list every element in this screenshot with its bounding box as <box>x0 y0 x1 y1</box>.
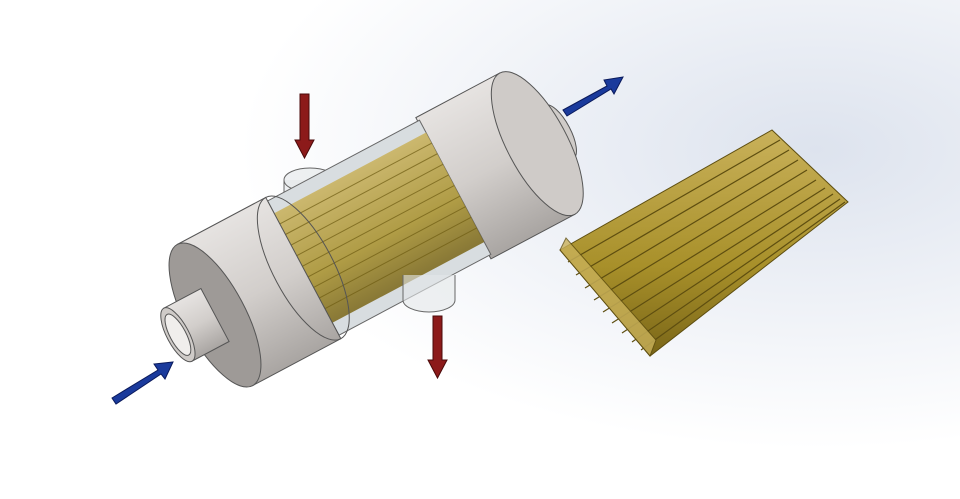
cold-outlet-arrow <box>562 76 624 117</box>
hot-outlet-arrow <box>427 315 448 380</box>
fin-bundle <box>559 129 849 357</box>
hot-inlet-arrow <box>294 93 315 160</box>
left-nozzle <box>160 287 230 363</box>
bottom-port <box>402 275 456 313</box>
fin-ridges <box>567 139 846 351</box>
fin-core <box>274 132 485 323</box>
cold-inlet-arrow <box>111 361 174 405</box>
